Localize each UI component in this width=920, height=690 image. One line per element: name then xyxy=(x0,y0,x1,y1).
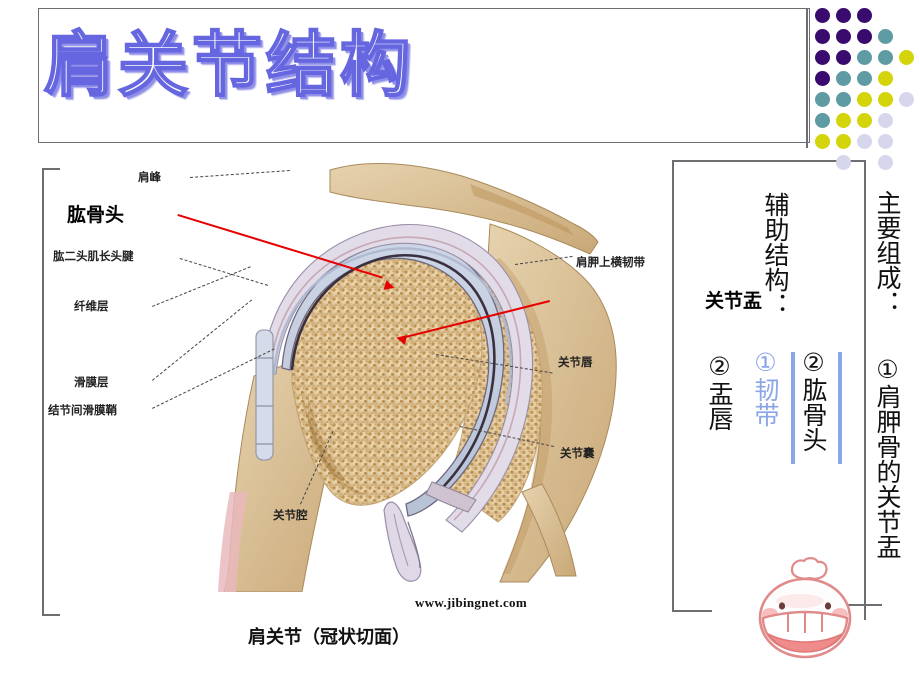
label-labrum: 关节唇 xyxy=(558,355,593,369)
main-components-heading: 主要组成： xyxy=(873,190,902,315)
decoration-dot xyxy=(815,92,830,107)
label-acromion: 肩峰 xyxy=(138,170,161,184)
decoration-dot xyxy=(815,134,830,149)
main-components-item-2: ②肱骨头 xyxy=(799,348,828,452)
label-glenoid: 关节盂 xyxy=(705,290,763,312)
figure-caption: 肩关节（冠状切面） xyxy=(248,627,410,648)
label-synovial-layer: 滑膜层 xyxy=(74,375,109,389)
content-bracket-left-top xyxy=(42,168,60,170)
content-bracket-left xyxy=(42,168,44,616)
label-humeral-head: 肱骨头 xyxy=(67,204,125,226)
decoration-dot xyxy=(878,50,893,65)
decoration-dot xyxy=(836,113,851,128)
separator-bar-main xyxy=(838,352,842,464)
dot-grid-decoration xyxy=(815,8,915,170)
label-joint-cavity: 关节腔 xyxy=(273,508,308,522)
label-intertubercular-sheath: 结节间滑膜鞘 xyxy=(48,403,117,417)
shoulder-joint-svg xyxy=(218,163,617,592)
title-frame-right-stub xyxy=(806,8,808,148)
decoration-dot xyxy=(857,113,872,128)
shoulder-joint-illustration xyxy=(170,162,620,592)
page-title: 肩关节结构 xyxy=(43,24,414,106)
right-panel-frame-bottom xyxy=(672,610,712,612)
mascot-connector-line xyxy=(848,604,882,606)
decoration-dot xyxy=(815,8,830,23)
decoration-dot xyxy=(857,134,872,149)
decoration-dot xyxy=(836,29,851,44)
decoration-dot xyxy=(878,134,893,149)
decoration-dot xyxy=(815,29,830,44)
decoration-dot xyxy=(815,71,830,86)
decoration-dot xyxy=(878,29,893,44)
decoration-dot xyxy=(836,8,851,23)
decoration-dot xyxy=(899,50,914,65)
decoration-dot xyxy=(878,155,893,170)
label-biceps-tendon: 肱二头肌长头腱 xyxy=(53,249,134,263)
decoration-dot xyxy=(857,8,872,23)
anatomy-figure: 肩峰 肱骨头 肱二头肌长头腱 纤维层 滑膜层 结节间滑膜鞘 肩胛上横韧带 关节盂… xyxy=(48,162,762,612)
mascot-face-icon xyxy=(758,557,852,659)
decoration-dot xyxy=(836,92,851,107)
decoration-dot xyxy=(857,50,872,65)
auxiliary-structures-item-1: ①韧带 xyxy=(751,348,780,427)
separator-bar-aux xyxy=(791,352,795,464)
decoration-dot xyxy=(815,113,830,128)
auxiliary-structures-item-2: ②盂唇 xyxy=(705,352,734,431)
decoration-dot xyxy=(878,113,893,128)
title-frame xyxy=(38,8,810,143)
main-components-item-1: ①肩胛骨的关节盂 xyxy=(873,355,902,559)
decoration-dot xyxy=(857,92,872,107)
right-panel-frame-right xyxy=(864,160,866,620)
mascot-smiling-face xyxy=(752,556,860,660)
decoration-dot xyxy=(836,71,851,86)
decoration-dot xyxy=(815,50,830,65)
decoration-dot xyxy=(899,92,914,107)
auxiliary-structures-heading: 辅助结构： xyxy=(761,192,790,317)
label-capsule: 关节囊 xyxy=(560,446,595,460)
decoration-dot xyxy=(878,92,893,107)
watermark: www.jibingnet.com xyxy=(415,595,527,610)
decoration-dot xyxy=(857,29,872,44)
decoration-dot xyxy=(836,50,851,65)
decoration-dot xyxy=(836,155,851,170)
content-bracket-left-bottom xyxy=(42,614,60,616)
decoration-dot xyxy=(857,71,872,86)
decoration-dot xyxy=(878,71,893,86)
right-panel-frame-top xyxy=(672,160,865,162)
decoration-dot xyxy=(836,134,851,149)
label-suprascapular-ligament: 肩胛上横韧带 xyxy=(576,255,645,269)
label-fibrous-layer: 纤维层 xyxy=(74,299,109,313)
right-panel-frame-divider xyxy=(672,160,674,612)
